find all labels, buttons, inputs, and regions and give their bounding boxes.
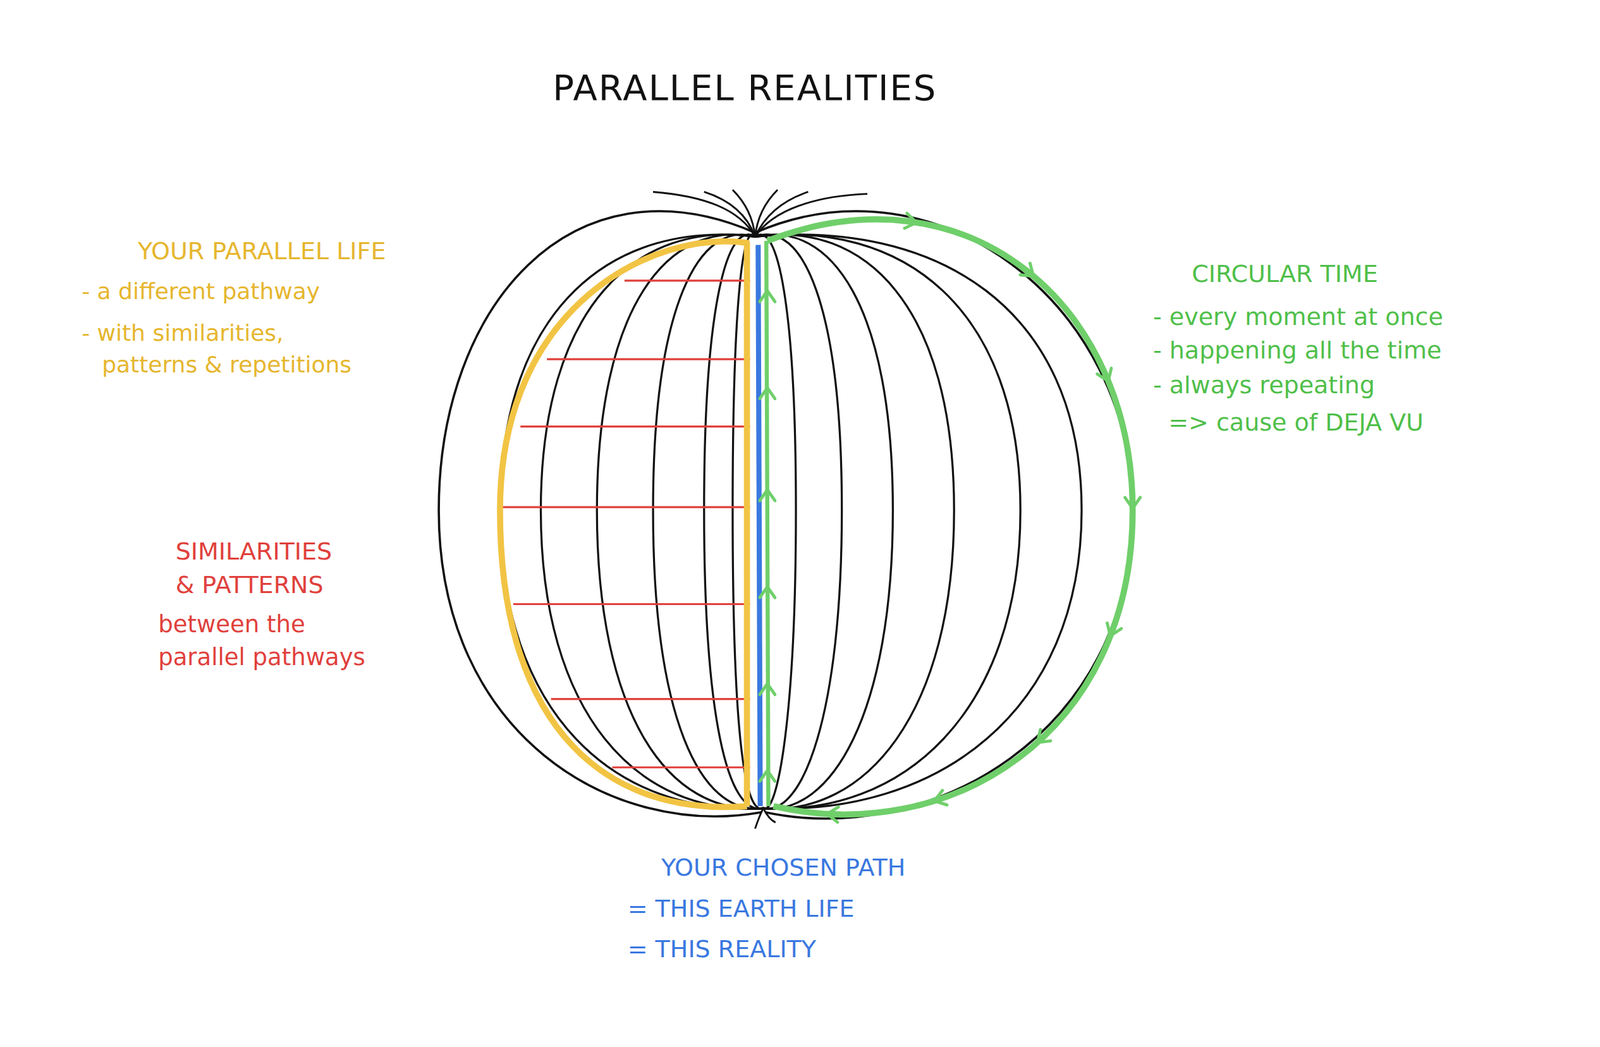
- annotation-text: - a different pathway: [81, 275, 320, 308]
- annotation-text: - with similarities, patterns & repetiti…: [81, 317, 456, 382]
- similarity-line: [501, 506, 750, 509]
- meridian-line: [754, 234, 842, 809]
- meridian-line: [500, 234, 764, 809]
- annotation-text: - happening all the time: [1153, 333, 1442, 368]
- meridian-line: [754, 234, 1082, 809]
- annotation-text: CIRCULAR TIME: [1191, 257, 1378, 291]
- arrow-head: [1106, 622, 1121, 636]
- arrow-head: [904, 213, 917, 229]
- annotation-text: YOUR PARALLEL LIFE: [137, 234, 387, 269]
- annotation-text: SIMILARITIES & PATTERNS: [175, 534, 366, 602]
- annotation-text: YOUR CHOSEN PATH: [661, 850, 906, 885]
- arrow-head: [759, 586, 776, 598]
- meridian-line: [541, 234, 764, 809]
- meridian-line: [754, 234, 954, 809]
- parallel-life-path: [500, 241, 748, 808]
- arrow-head: [1125, 497, 1141, 509]
- arrow-head: [759, 290, 776, 302]
- pole-fan: [653, 189, 868, 829]
- globe-outline-right: [754, 211, 1133, 819]
- annotation-text: between the parallel pathways: [158, 608, 437, 674]
- arrow-head: [1097, 367, 1112, 381]
- arrow-head: [759, 489, 776, 501]
- similarity-line: [520, 425, 750, 428]
- arrow-head: [759, 387, 776, 399]
- arrow-head: [1020, 262, 1034, 276]
- chosen-path-line: [757, 244, 760, 807]
- arrow-head: [759, 683, 776, 695]
- annotation-text: = THIS REALITY: [627, 932, 817, 966]
- annotation-text: - every moment at once: [1153, 300, 1444, 334]
- meridian-line: [704, 234, 764, 809]
- arrow-head: [759, 770, 776, 782]
- diagram-title: PARALLEL REALITIES: [552, 63, 937, 113]
- similarity-line: [546, 358, 750, 361]
- annotation-text: = THIS EARTH LIFE: [627, 891, 855, 926]
- meridian-lines: [500, 234, 1082, 809]
- meridian-line: [754, 234, 796, 809]
- similarity-line: [624, 279, 751, 282]
- similarity-line: [611, 766, 750, 769]
- arrow-head: [934, 790, 947, 805]
- time-arrows: [759, 213, 1141, 822]
- similarity-line: [551, 697, 751, 700]
- meridian-line: [596, 234, 764, 809]
- time-line-up: [766, 240, 769, 807]
- arrow-head: [826, 806, 839, 822]
- annotation-text: - always repeating: [1153, 368, 1375, 403]
- meridian-line: [754, 234, 1021, 809]
- meridian-line: [754, 234, 893, 809]
- similarity-line: [513, 603, 750, 605]
- annotation-text: => cause of DEJA VU: [1168, 405, 1424, 440]
- circular-time-loop: [767, 219, 1133, 815]
- globe-outline-left: [438, 211, 762, 817]
- arrow-head: [1037, 729, 1051, 743]
